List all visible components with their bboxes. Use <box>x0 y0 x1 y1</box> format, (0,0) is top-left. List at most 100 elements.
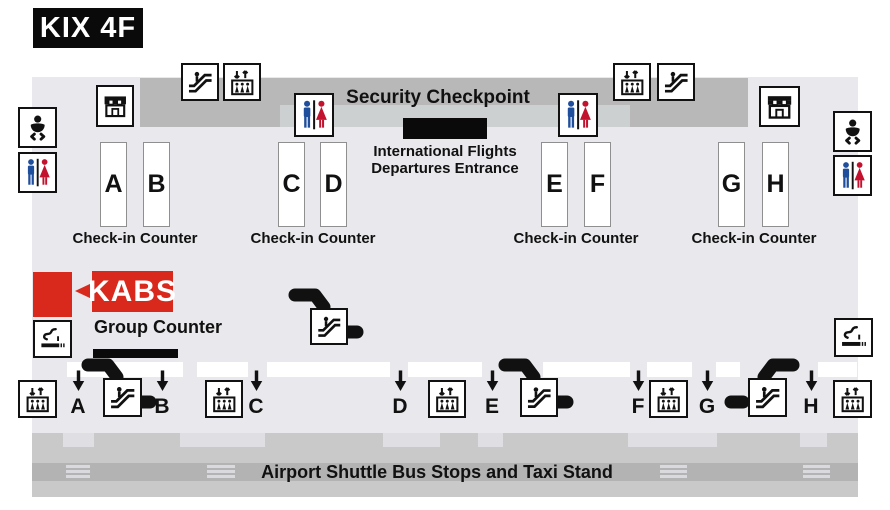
down-arrow-icon <box>394 370 407 392</box>
doorway-strip <box>197 362 248 377</box>
baby-care-icon <box>833 111 872 152</box>
checkin-counter-label: Check-in Counter <box>72 230 198 247</box>
restroom-icon <box>18 152 57 193</box>
shuttle-road <box>32 463 858 481</box>
escalator-run <box>724 358 800 409</box>
sidewalk-gap <box>800 433 827 447</box>
exit-letter: C <box>248 395 264 418</box>
exit-letter: E <box>484 395 499 418</box>
shop-icon <box>96 85 134 127</box>
down-arrow-icon <box>632 370 645 392</box>
escalator-icon <box>657 63 695 101</box>
map-title: KIX 4F <box>39 11 137 44</box>
down-arrow-icon <box>156 370 169 392</box>
down-arrow-icon <box>805 370 818 392</box>
checkin-counter-label: Check-in Counter <box>513 230 639 247</box>
sidewalk-gap <box>478 433 503 447</box>
shuttle-road-label: Airport Shuttle Bus Stops and Taxi Stand <box>261 462 613 482</box>
checkin-counter-E: E <box>541 142 568 227</box>
departures-entrance-line2: Departures Entrance <box>371 160 519 177</box>
exit-letter: H <box>803 395 819 418</box>
departures-entrance-label: International Flights Departures Entranc… <box>371 143 519 177</box>
down-arrow-icon <box>72 370 85 392</box>
departures-entrance-area <box>280 105 630 127</box>
exit-B: B <box>149 370 175 417</box>
doorway-strip <box>267 362 390 377</box>
exit-D: D <box>387 370 413 417</box>
counter-letter: A <box>104 170 123 198</box>
exit-A: A <box>65 370 91 417</box>
elevator-icon <box>18 380 57 418</box>
restroom-icon <box>833 155 872 196</box>
kabs-pointer <box>75 283 92 299</box>
exit-letter: B <box>154 395 170 418</box>
crosswalk <box>660 463 687 480</box>
checkin-counter-C: C <box>278 142 305 227</box>
escalator-icon <box>520 378 558 417</box>
checkin-counter-label: Check-in Counter <box>250 230 376 247</box>
baby-care-icon <box>18 107 57 148</box>
checkin-counter-B: B <box>143 142 170 227</box>
crosswalk <box>207 463 235 480</box>
down-arrow-icon <box>701 370 714 392</box>
down-arrow-icon <box>250 370 263 392</box>
crosswalk <box>66 463 90 480</box>
elevator-icon <box>649 380 688 418</box>
elevator-icon <box>205 380 243 418</box>
counter-letter: G <box>721 170 742 198</box>
group-counter-marker <box>93 349 178 358</box>
sidewalk-gap <box>628 433 717 447</box>
elevator-icon <box>428 380 466 418</box>
sidewalk-gap <box>63 433 94 447</box>
smoking-area-icon <box>33 320 72 358</box>
security-checkpoint-label: Security Checkpoint <box>346 87 530 108</box>
departures-entrance-line1: International Flights <box>373 143 517 160</box>
crosswalk <box>803 463 830 480</box>
exit-F: F <box>625 370 651 417</box>
exit-letter: D <box>392 395 408 418</box>
doorway-strip <box>647 362 692 377</box>
escalator-icon <box>103 378 142 417</box>
restroom-icon <box>558 93 598 137</box>
escalator-icon <box>310 308 348 345</box>
group-counter-label: Group Counter <box>94 317 222 337</box>
counter-letter: C <box>282 170 301 198</box>
checkin-counter-G: G <box>718 142 745 227</box>
map-title-box: KIX 4F <box>33 8 143 48</box>
elevator-icon <box>833 380 872 418</box>
elevator-icon <box>613 63 651 101</box>
counter-letter: H <box>766 170 785 198</box>
exit-H: H <box>798 370 824 417</box>
sidewalk-gap <box>383 433 440 447</box>
counter-letter: B <box>147 170 166 198</box>
escalator-icon <box>181 63 219 101</box>
doorway-strip <box>716 362 740 377</box>
shop-icon <box>759 86 800 127</box>
exit-C: C <box>243 370 269 417</box>
restroom-icon <box>294 93 334 137</box>
sidewalk-upper <box>32 433 858 463</box>
exit-E: E <box>479 370 505 417</box>
exit-G: G <box>694 370 720 417</box>
doorway-strip <box>408 362 482 377</box>
checkin-counter-H: H <box>762 142 789 227</box>
checkin-counter-F: F <box>584 142 611 227</box>
departures-entrance-marker <box>403 118 487 139</box>
smoking-area-icon <box>834 318 873 357</box>
kabs-label: KABS <box>88 274 178 308</box>
kabs-counter-marker <box>33 272 72 317</box>
kabs-label-box: KABS <box>88 271 176 312</box>
checkin-counter-D: D <box>320 142 347 227</box>
sidewalk-gap <box>180 433 265 447</box>
exit-letter: A <box>70 395 86 418</box>
down-arrow-icon <box>486 370 499 392</box>
escalator-icon <box>748 378 787 417</box>
checkin-counter-A: A <box>100 142 127 227</box>
elevator-icon <box>223 63 261 101</box>
counter-letter: F <box>589 170 606 198</box>
doorway-strip <box>818 362 857 377</box>
checkin-counter-label: Check-in Counter <box>691 230 817 247</box>
counter-letter: E <box>546 170 563 198</box>
exit-letter: F <box>631 395 645 418</box>
